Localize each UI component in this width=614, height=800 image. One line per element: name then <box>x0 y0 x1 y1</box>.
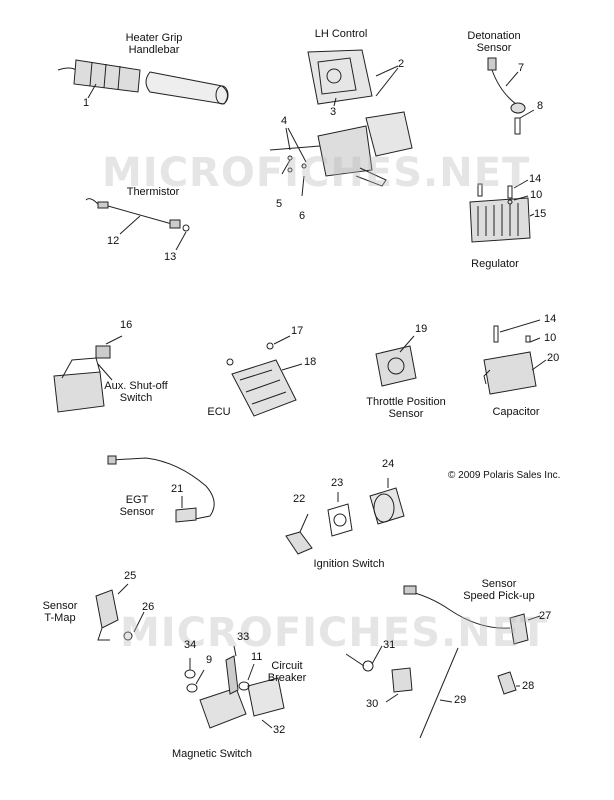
speed-sensor-part <box>345 585 541 739</box>
callout-4: 4 <box>281 115 288 127</box>
callout-20: 20 <box>547 352 560 364</box>
ignition-switch-part <box>285 478 405 555</box>
callout-33: 33 <box>237 631 250 643</box>
callout-14-mid: 14 <box>544 313 557 325</box>
callout-29: 29 <box>454 694 467 706</box>
callout-25: 25 <box>124 570 137 582</box>
callout-6: 6 <box>299 210 306 222</box>
egt-sensor-part <box>107 455 215 523</box>
aux-shutoff-part <box>53 335 123 413</box>
label-heater-grip: Heater Grip Handlebar <box>125 32 183 56</box>
callout-26: 26 <box>142 601 155 613</box>
label-circuit-breaker: Circuit Breaker <box>267 660 307 684</box>
callout-22: 22 <box>293 493 306 505</box>
regulator-part <box>469 179 535 243</box>
label-detonation-sensor: Detonation Sensor <box>467 30 521 54</box>
callout-8: 8 <box>537 100 544 112</box>
label-throttle-position: Throttle Position Sensor <box>366 396 446 420</box>
label-ignition-switch: Ignition Switch <box>313 558 385 570</box>
callout-18: 18 <box>304 356 317 368</box>
callout-23: 23 <box>331 477 344 489</box>
detonation-sensor-part <box>487 57 535 135</box>
callout-30: 30 <box>366 698 379 710</box>
callout-15: 15 <box>534 208 547 220</box>
callout-5: 5 <box>276 198 283 210</box>
callout-3: 3 <box>330 106 337 118</box>
label-aux-shutoff: Aux. Shut-off Switch <box>104 380 168 404</box>
label-ecu: ECU <box>207 406 231 418</box>
thermistor-part <box>85 198 190 251</box>
copyright-notice: © 2009 Polaris Sales Inc. <box>448 470 561 481</box>
callout-1: 1 <box>83 97 90 109</box>
callout-12: 12 <box>107 235 120 247</box>
lh-control-part <box>269 49 413 197</box>
watermark-top: MICROFICHES.NET <box>102 150 531 196</box>
callout-13: 13 <box>164 251 177 263</box>
heater-grip-part <box>57 59 229 105</box>
callout-31: 31 <box>383 639 396 651</box>
callout-2: 2 <box>398 58 405 70</box>
watermark-bottom: MICROFICHES.NET <box>120 610 549 656</box>
callout-28: 28 <box>522 680 535 692</box>
callout-19: 19 <box>415 323 428 335</box>
callout-9: 9 <box>206 654 213 666</box>
throttle-sensor-part <box>375 335 417 387</box>
callout-32: 32 <box>273 724 286 736</box>
magnetic-switch-part <box>184 645 285 729</box>
label-sensor-speed: Sensor Speed Pick-up <box>463 578 535 602</box>
callout-10-top: 10 <box>530 189 543 201</box>
label-sensor-tmap: Sensor T-Map <box>42 600 78 624</box>
callout-10-mid: 10 <box>544 332 557 344</box>
label-lh-control: LH Control <box>314 28 368 40</box>
label-egt-sensor: EGT Sensor <box>119 494 155 518</box>
callout-14-top: 14 <box>529 173 542 185</box>
callout-7: 7 <box>518 62 525 74</box>
callout-21: 21 <box>171 483 184 495</box>
tmap-sensor-part <box>95 583 145 641</box>
callout-11: 11 <box>251 651 263 663</box>
label-regulator: Regulator <box>471 258 519 270</box>
callout-34: 34 <box>184 639 197 651</box>
capacitor-part <box>483 319 547 395</box>
callout-16: 16 <box>120 319 133 331</box>
label-thermistor: Thermistor <box>126 186 180 198</box>
ecu-part <box>226 335 303 417</box>
callout-17: 17 <box>291 325 304 337</box>
callout-24: 24 <box>382 458 395 470</box>
label-capacitor: Capacitor <box>492 406 540 418</box>
label-magnetic-switch: Magnetic Switch <box>171 748 253 760</box>
callout-27: 27 <box>539 610 552 622</box>
